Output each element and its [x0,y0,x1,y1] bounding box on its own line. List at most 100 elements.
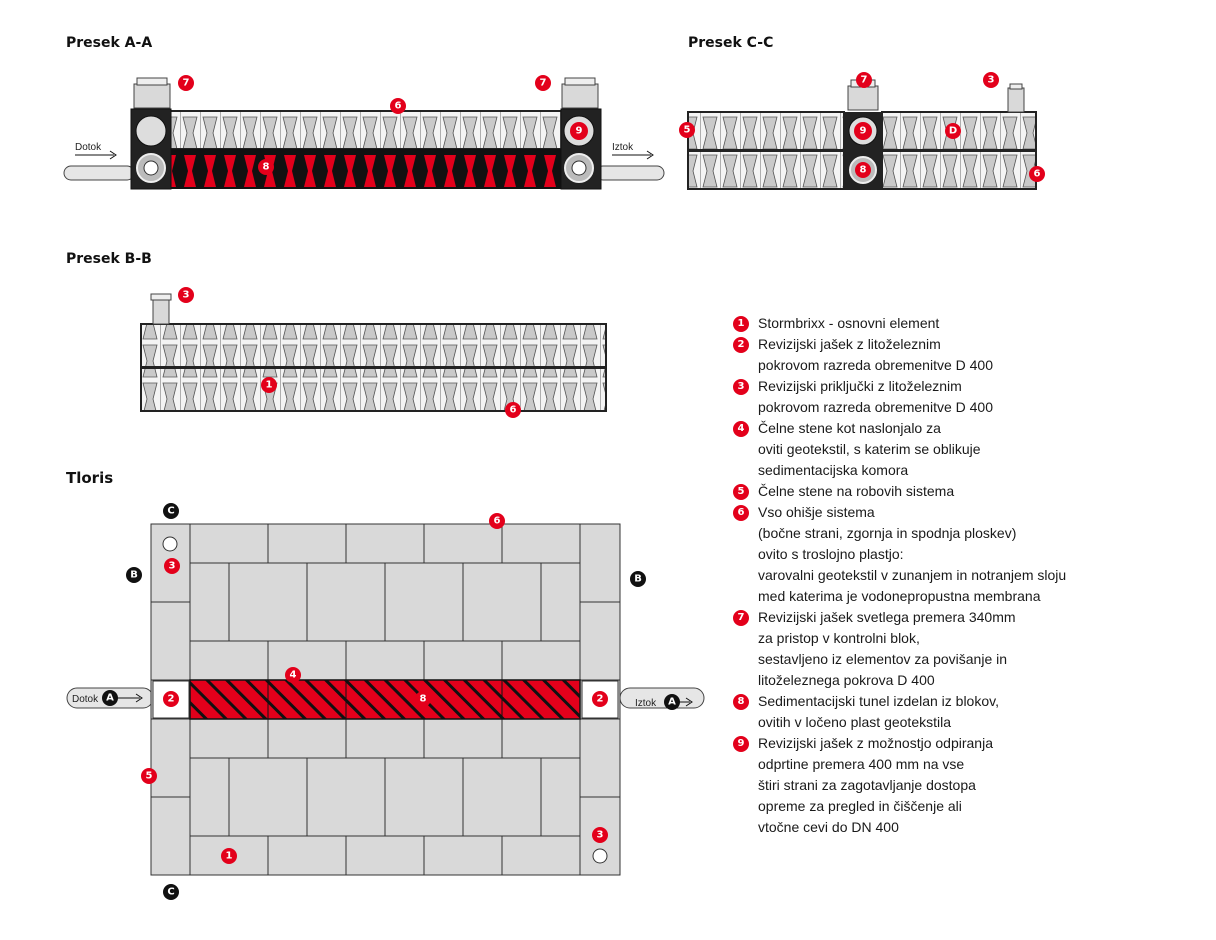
badge-3: 3 [178,287,194,303]
marker-c: C [163,503,179,519]
svg-text:8: 8 [263,162,270,173]
section-title-aa: Presek A-A [66,35,153,51]
legend-text-line: sedimentacijska komora [758,462,909,478]
crate-cc-bottom-right [881,150,1037,190]
section-cc: 7 3 5 D 9 8 6 [679,72,1045,190]
legend-item-3: 3 Revizijski priključki z litoželeznim pok… [733,376,1203,418]
marker-b: B [126,567,142,583]
svg-text:1: 1 [266,380,273,391]
badge-7: 7 [178,75,194,91]
crate-bb-top [140,323,607,368]
badge-4: 4 [285,667,301,683]
legend-badge: 4 [733,421,749,437]
section-title-bb: Presek B-B [66,251,152,267]
badge-d: D [945,123,961,139]
legend-text-line: odprtine premera 400 mm na vse [758,756,965,772]
svg-text:6: 6 [1034,169,1041,180]
svg-text:3: 3 [169,561,176,572]
crate-row-top [169,110,563,150]
svg-text:2: 2 [168,694,175,705]
svg-text:6: 6 [494,516,501,527]
legend-text-line: varovalni geotekstil v zunanjem in notra… [758,567,1067,583]
section-aa: Dotok Iztok 7 7 6 8 9 [63,75,665,190]
section-bb: 3 1 6 [140,287,607,418]
svg-text:B: B [130,570,138,581]
legend-text-line: pokrovom razreda obremenitve D 400 [758,357,994,373]
svg-text:7: 7 [861,75,868,86]
plan-port-top [162,536,178,552]
marker-a: A [102,690,118,706]
badge-8: 8 [855,162,871,178]
legend-item-2: 2 Revizijski jašek z litoželeznim pokrovom… [733,334,1203,376]
legend-badge: 5 [733,484,749,500]
badge-8: 8 [415,691,431,707]
svg-text:3: 3 [988,75,995,86]
svg-text:9: 9 [576,126,583,137]
badge-3: 3 [983,72,999,88]
badge-6: 6 [1029,166,1045,182]
legend-badge: 6 [733,505,749,521]
badge-5: 5 [679,122,695,138]
badge-9: 9 [570,122,588,140]
badge-6: 6 [489,513,505,529]
svg-text:D: D [949,126,957,137]
badge-7: 7 [856,72,872,88]
crate-cc-bottom-left [687,150,845,190]
legend-badge: 3 [733,379,749,395]
legend-text-line: sestavljeno iz elementov za povišanje in [758,651,1008,667]
legend-text-line: štiri strani za zagotavljanje dostopa [758,777,976,793]
crate-bb-bottom [140,367,607,412]
outlet-pipe [595,165,665,181]
plan-inlet-label: Dotok [72,694,99,705]
legend-badge: 2 [733,337,749,353]
plan-sediment-tunnel [189,679,581,720]
legend-text-line: Revizijski jašek z litoželeznim [758,336,941,352]
legend-item-5: 5 Čelne stene na robovih sistema [733,481,1203,502]
badge-7: 7 [535,75,551,91]
svg-text:5: 5 [684,125,691,136]
badge-2: 2 [161,689,181,709]
legend-text-line: litoželeznega pokrova D 400 [758,672,935,688]
legend-text-line: Revizijski jašek z možnostjo odpiranja [758,735,993,751]
badge-1: 1 [221,848,237,864]
legend-badge: 8 [733,694,749,710]
badge-6: 6 [390,98,406,114]
inlet-pipe [63,165,135,181]
section-title-plan: Tloris [66,469,114,487]
legend-text-line: Stormbrixx - osnovni element [758,315,940,331]
badge-3: 3 [592,827,608,843]
svg-text:C: C [167,887,174,898]
svg-text:7: 7 [540,78,547,89]
aa-inlet-label: Dotok [75,142,102,153]
port-riser-cc [1007,87,1025,113]
svg-text:6: 6 [395,101,402,112]
legend-text-line: Čelne stene na robovih sistema [758,483,955,499]
legend-text-line: Vso ohišje sistema [758,504,875,520]
svg-text:C: C [167,506,174,517]
svg-text:8: 8 [860,165,867,176]
legend-text-line: pokrovom razreda obremenitve D 400 [758,399,994,415]
section-title-cc: Presek C-C [688,35,774,51]
svg-text:3: 3 [597,830,604,841]
legend-text-line: ovito s troslojno plastjo: [758,546,904,562]
svg-text:1: 1 [226,851,233,862]
marker-c: C [163,884,179,900]
shaft-riser-right [561,83,599,109]
svg-text:B: B [634,574,642,585]
legend-badge: 9 [733,736,749,752]
legend-text-line: Revizijski jašek svetlega premera 340mm [758,609,1016,625]
badge-5: 5 [141,768,157,784]
legend-text-line: vtočne cevi do DN 400 [758,819,899,835]
badge-2: 2 [590,689,610,709]
svg-text:6: 6 [510,405,517,416]
legend-text-line: med katerima je vodonepropustna membrana [758,588,1041,604]
badge-8: 8 [258,159,274,175]
badge-6: 6 [505,402,521,418]
legend-text-line: Revizijski priključki z litoželeznim [758,378,962,394]
